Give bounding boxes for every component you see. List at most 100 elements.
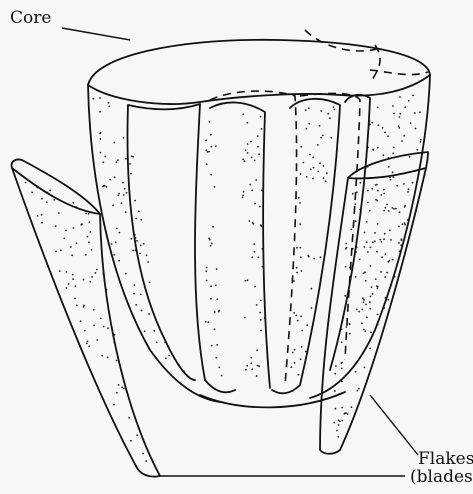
stipple-dot	[308, 107, 310, 109]
label-core: Core	[10, 9, 51, 27]
stipple-dot	[210, 134, 212, 136]
stipple-dot	[389, 177, 391, 179]
stipple-dot	[55, 250, 57, 252]
stipple-dot	[139, 253, 141, 255]
stipple-dot	[141, 310, 143, 312]
stipple-dot	[145, 460, 147, 462]
stipple-dot	[378, 124, 380, 126]
stipple-dot	[319, 125, 321, 127]
stipple-dot	[244, 280, 246, 282]
stipple-dot	[387, 135, 389, 137]
core-striking-platform	[88, 75, 430, 104]
stipple-dot	[83, 306, 85, 308]
stipple-dot	[323, 177, 325, 179]
stipple-dot	[350, 229, 352, 231]
stipple-dot	[136, 240, 138, 242]
stipple-dot	[107, 327, 109, 329]
stipple-dot	[392, 153, 394, 155]
stipple-dot	[296, 247, 298, 249]
stipple-dot	[325, 180, 327, 182]
stipple-dot	[372, 241, 374, 243]
stipple-dot	[130, 173, 132, 175]
stipple-dot	[41, 214, 43, 216]
stipple-dot	[260, 300, 262, 302]
stipple-dot	[363, 301, 365, 303]
stipple-dot	[114, 176, 116, 178]
stipple-dot	[216, 299, 218, 301]
stipple-dot	[251, 157, 253, 159]
stipple-dot	[123, 137, 125, 139]
stipple-dot	[136, 434, 138, 436]
stipple-dot	[247, 279, 249, 281]
stipple-dot	[134, 284, 136, 286]
stipple-dot	[214, 328, 216, 330]
stipple-dot	[210, 298, 212, 300]
stipple-dot	[221, 375, 223, 377]
stipple-dot	[251, 189, 253, 191]
stipple-dot	[404, 205, 406, 207]
stipple-dot	[211, 345, 213, 347]
stipple-dot	[247, 152, 249, 154]
stipple-dot	[251, 256, 253, 258]
stipple-dot	[206, 280, 208, 282]
stipple-dot	[388, 210, 390, 212]
stipple-dot	[320, 137, 322, 139]
stipple-dot	[243, 191, 245, 193]
stipple-dot	[147, 261, 149, 263]
stipple-dot	[130, 440, 132, 442]
stipple-dot	[395, 208, 397, 210]
stipple-dot	[375, 184, 377, 186]
stipple-dot	[301, 330, 303, 332]
stipple-dot	[131, 238, 133, 240]
stipple-dot	[148, 313, 150, 315]
stipple-dot	[301, 346, 303, 348]
stipple-dot	[93, 98, 95, 100]
stipple-dot	[100, 318, 102, 320]
stipple-dot	[49, 190, 51, 192]
stipple-dot	[365, 304, 367, 306]
dashed-removed-blade-1	[210, 91, 297, 385]
stipple-dot	[377, 288, 379, 290]
stipple-dot	[25, 182, 27, 184]
stipple-dot	[366, 241, 368, 243]
stipple-dot	[109, 179, 111, 181]
stipple-dot	[208, 237, 210, 239]
stipple-dot	[112, 204, 114, 206]
stipple-dot	[132, 156, 134, 158]
stipple-dot	[125, 158, 127, 160]
stipple-dot	[142, 453, 144, 455]
stipple-dot	[301, 270, 303, 272]
stipple-dot	[415, 128, 417, 130]
stipple-dot	[366, 221, 368, 223]
stipple-dot	[389, 260, 391, 262]
stipple-dot	[129, 163, 131, 165]
stipple-dot	[123, 388, 125, 390]
stipple-dot	[320, 110, 322, 112]
stipple-dot	[84, 330, 86, 332]
stipple-dot	[293, 312, 295, 314]
stipple-dot	[75, 285, 77, 287]
blade-scar-3	[210, 102, 270, 388]
stipple-dot	[254, 286, 256, 288]
stipple-dot	[383, 193, 385, 195]
stipple-dot	[306, 324, 308, 326]
stipple-dot	[58, 212, 60, 214]
stipple-dot	[300, 247, 302, 249]
stipple-dot	[352, 193, 354, 195]
stipple-dot	[256, 304, 258, 306]
stipple-dot	[369, 308, 371, 310]
stipple-dot	[385, 253, 387, 255]
stipple-dot	[93, 309, 95, 311]
stipple-dot	[401, 238, 403, 240]
stipple-dot	[370, 265, 372, 267]
stipple-dot	[91, 249, 93, 251]
stipple-dot	[384, 132, 386, 134]
stipple-dot	[114, 142, 116, 144]
stipple-dot	[296, 267, 298, 269]
stipple-dot	[99, 138, 101, 140]
stipple-dot	[302, 162, 304, 164]
leader-flakes-right	[370, 395, 418, 455]
stipple-dot	[362, 297, 364, 299]
stipple-dot	[377, 107, 379, 109]
stipple-dot	[364, 367, 366, 369]
